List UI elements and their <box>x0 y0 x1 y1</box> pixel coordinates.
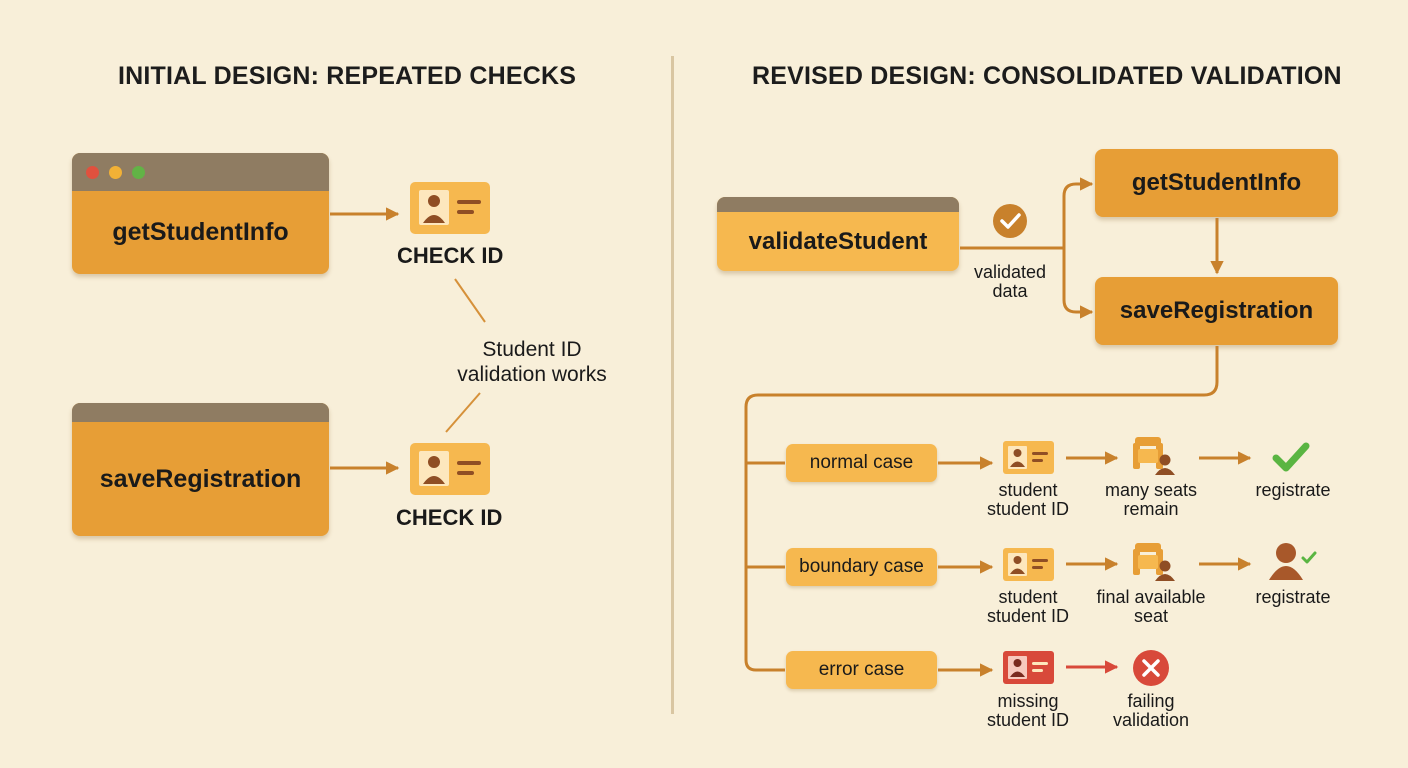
normal-end-label: registrate <box>1255 480 1331 500</box>
get-student-info-label: getStudentInfo <box>112 218 289 246</box>
boundary-mid-label: final available seat <box>1081 588 1221 626</box>
error-id-line-2: student ID <box>986 710 1070 730</box>
normal-id-label: student student ID <box>968 481 1088 519</box>
id-card-icon <box>1003 548 1054 581</box>
id-card-icon <box>1003 441 1054 474</box>
get-student-info-window: getStudentInfo <box>72 153 329 274</box>
error-case-pill: error case <box>786 651 937 689</box>
error-mid-line-1: failing <box>1127 691 1175 711</box>
validated-data-line-1: validated <box>973 262 1047 282</box>
id-card-icon <box>410 182 490 234</box>
maximize-dot-icon <box>132 166 145 179</box>
seat-icon <box>1133 543 1175 581</box>
validate-student-box: validateStudent <box>717 197 959 271</box>
error-id-label: missing student ID <box>968 692 1088 730</box>
note-connector-top <box>454 278 486 323</box>
error-x-icon <box>1133 650 1169 686</box>
validated-data-line-2: data <box>992 281 1028 301</box>
check-id-label-bottom: CHECK ID <box>396 505 503 530</box>
close-dot-icon <box>86 166 99 179</box>
note-connector-bottom <box>445 392 481 433</box>
arrow-to-save-reg <box>1062 248 1094 319</box>
window-title-bar <box>72 153 329 191</box>
boundary-case-pill: boundary case <box>786 548 937 586</box>
validation-note: Student ID validation works <box>446 337 618 387</box>
validation-note-line-2: validation works <box>457 363 607 386</box>
normal-mid-line-1: many seats <box>1104 480 1198 500</box>
arrow-to-get-info <box>1062 177 1094 248</box>
error-id-line-1: missing <box>997 691 1059 711</box>
boundary-id-line-2: student ID <box>986 606 1070 626</box>
boundary-id-line-1: student <box>998 587 1058 607</box>
section-divider <box>671 56 674 714</box>
id-card-icon <box>410 443 490 495</box>
seats-icon <box>1133 437 1175 475</box>
save-registration-box: saveRegistration <box>1095 277 1338 345</box>
normal-mid-line-2: remain <box>1123 499 1179 519</box>
boundary-mid-line-2: seat <box>1133 606 1169 626</box>
error-mid-line-2: validation <box>1112 710 1190 730</box>
validate-student-label: validateStudent <box>748 227 928 255</box>
minimize-dot-icon <box>109 166 122 179</box>
success-check-icon <box>1272 442 1310 472</box>
window-title-bar <box>72 403 329 422</box>
check-id-label-top: CHECK ID <box>397 243 504 268</box>
validation-note-line-1: Student ID <box>482 338 582 361</box>
initial-design-title: INITIAL DESIGN: REPEATED CHECKS <box>118 62 577 90</box>
boundary-mid-line-1: final available <box>1096 587 1206 607</box>
save-registration-window: saveRegistration <box>72 403 329 536</box>
save-registration-label: saveRegistration <box>99 464 302 493</box>
case-bus <box>744 346 1219 672</box>
boundary-id-label: student student ID <box>968 588 1088 626</box>
user-check-icon <box>1269 543 1317 580</box>
normal-id-line-2: student ID <box>986 499 1070 519</box>
normal-case-pill: normal case <box>786 444 937 482</box>
window-title-bar <box>717 197 959 212</box>
normal-mid-label: many seats remain <box>1086 481 1216 519</box>
error-mid-label: failing validation <box>1091 692 1211 730</box>
check-badge-icon <box>993 204 1027 238</box>
boundary-end-label: registrate <box>1255 587 1331 607</box>
revised-design-title: REVISED DESIGN: CONSOLIDATED VALIDATION <box>752 62 1342 90</box>
validated-data-label: validated data <box>960 263 1060 301</box>
get-student-info-box: getStudentInfo <box>1095 149 1338 217</box>
normal-id-line-1: student <box>998 480 1058 500</box>
missing-id-card-icon <box>1003 651 1054 684</box>
